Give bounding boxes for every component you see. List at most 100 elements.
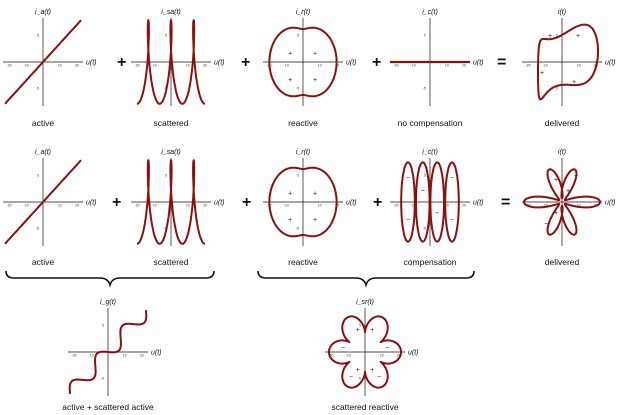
caption-active: active bbox=[32, 118, 54, 128]
y-tick-label: 5 bbox=[102, 324, 104, 328]
direction-arrow bbox=[119, 349, 120, 351]
sign-label: + bbox=[313, 190, 317, 197]
x-tick-label: -10 bbox=[543, 204, 548, 208]
direction-arrow bbox=[281, 91, 283, 93]
y-axis-label: i_sa(t) bbox=[161, 9, 180, 16]
y-tick-label: 5 bbox=[165, 34, 167, 38]
curve bbox=[268, 26, 338, 98]
x-tick-label: -10 bbox=[284, 64, 289, 68]
x-tick-label: 10 bbox=[380, 354, 384, 358]
direction-arrow bbox=[70, 169, 73, 172]
y-tick-label: -5 bbox=[164, 86, 167, 90]
curve bbox=[415, 161, 431, 243]
y-tick-label: -5 bbox=[101, 376, 104, 380]
y-tick-label: 5 bbox=[297, 34, 299, 38]
direction-arrow bbox=[380, 340, 383, 343]
direction-arrow bbox=[32, 71, 35, 74]
direction-arrow bbox=[328, 36, 330, 38]
y-axis-label: i(t) bbox=[558, 9, 566, 16]
y-tick-label: 5 bbox=[424, 34, 426, 38]
y-tick-label: 5 bbox=[165, 174, 167, 178]
x-axis-label: u(t) bbox=[86, 60, 97, 67]
x-tick-label: -20 bbox=[328, 354, 333, 358]
y-axis-label: i_sa(t) bbox=[161, 149, 180, 156]
plus-operator: + bbox=[242, 194, 251, 211]
direction-arrow bbox=[15, 91, 17, 93]
sign-label: + bbox=[572, 79, 576, 86]
y-tick-label: 5 bbox=[37, 174, 39, 178]
curve bbox=[268, 166, 338, 238]
x-tick-label: -20 bbox=[393, 204, 398, 208]
y-axis-label: i_c(t) bbox=[422, 9, 438, 16]
direction-arrow bbox=[329, 225, 331, 227]
equals-operator: = bbox=[497, 54, 506, 71]
x-tick-label: 10 bbox=[445, 64, 449, 68]
direction-arrow bbox=[380, 361, 384, 364]
x-tick-label: -20 bbox=[134, 64, 139, 68]
x-axis-label: u(t) bbox=[605, 200, 616, 207]
sign-label: + bbox=[313, 50, 317, 57]
y-tick-label: -5 bbox=[36, 86, 39, 90]
sign-label: + bbox=[288, 77, 292, 84]
x-tick-label: 20 bbox=[203, 204, 207, 208]
x-tick-label: -10 bbox=[152, 64, 157, 68]
x-tick-label: -20 bbox=[71, 354, 76, 358]
brace-right bbox=[257, 270, 475, 288]
x-tick-label: 20 bbox=[462, 204, 466, 208]
caption-no-compensation: no compensation bbox=[398, 118, 463, 128]
direction-arrow bbox=[32, 211, 35, 214]
plus-operator: + bbox=[117, 54, 126, 71]
direction-arrow bbox=[329, 85, 331, 87]
direction-arrow bbox=[346, 340, 350, 343]
caption-reactive: reactive bbox=[288, 118, 318, 128]
x-tick-label: -20 bbox=[134, 204, 139, 208]
x-tick-label: -10 bbox=[24, 204, 29, 208]
x-tick-label: -10 bbox=[543, 64, 548, 68]
x-tick-label: 10 bbox=[58, 204, 62, 208]
x-axis-label: u(t) bbox=[346, 200, 357, 207]
brace-left bbox=[5, 270, 215, 288]
y-axis-label: i_c(t) bbox=[422, 149, 438, 156]
y-axis-label: i_g(t) bbox=[100, 299, 116, 306]
x-tick-label: 20 bbox=[203, 64, 207, 68]
x-tick-label: 10 bbox=[318, 64, 322, 68]
x-tick-label: 10 bbox=[186, 204, 190, 208]
sign-label: + bbox=[288, 50, 292, 57]
y-axis-label: i_a(t) bbox=[35, 149, 51, 156]
x-tick-label: 10 bbox=[445, 204, 449, 208]
x-tick-label: 10 bbox=[186, 64, 190, 68]
curve bbox=[136, 159, 206, 245]
curve bbox=[523, 168, 601, 236]
x-tick-label: -10 bbox=[24, 64, 29, 68]
sign-label: + bbox=[288, 217, 292, 224]
sign-label: + bbox=[370, 327, 374, 334]
y-axis-label: i_a(t) bbox=[35, 9, 51, 16]
caption-scattered-reactive: scattered reactive bbox=[331, 402, 398, 412]
x-tick-label: -10 bbox=[89, 354, 94, 358]
y-tick-label: -5 bbox=[555, 86, 558, 90]
sign-label: + bbox=[554, 210, 558, 217]
x-tick-label: 10 bbox=[58, 64, 62, 68]
x-tick-label: 10 bbox=[123, 354, 127, 358]
plus-operator: + bbox=[241, 54, 250, 71]
sign-label: − bbox=[341, 345, 345, 352]
sign-label: + bbox=[313, 217, 317, 224]
x-tick-label: -10 bbox=[152, 204, 157, 208]
curve bbox=[429, 161, 445, 243]
direction-arrow bbox=[55, 186, 58, 189]
x-axis-label: u(t) bbox=[214, 200, 225, 207]
x-axis-label: u(t) bbox=[214, 60, 225, 67]
direction-arrow bbox=[328, 176, 330, 178]
curve bbox=[328, 315, 402, 389]
y-tick-label: -5 bbox=[423, 226, 426, 230]
sign-label: + bbox=[356, 327, 360, 334]
x-axis-label: u(t) bbox=[151, 350, 162, 357]
direction-arrow bbox=[275, 177, 277, 179]
